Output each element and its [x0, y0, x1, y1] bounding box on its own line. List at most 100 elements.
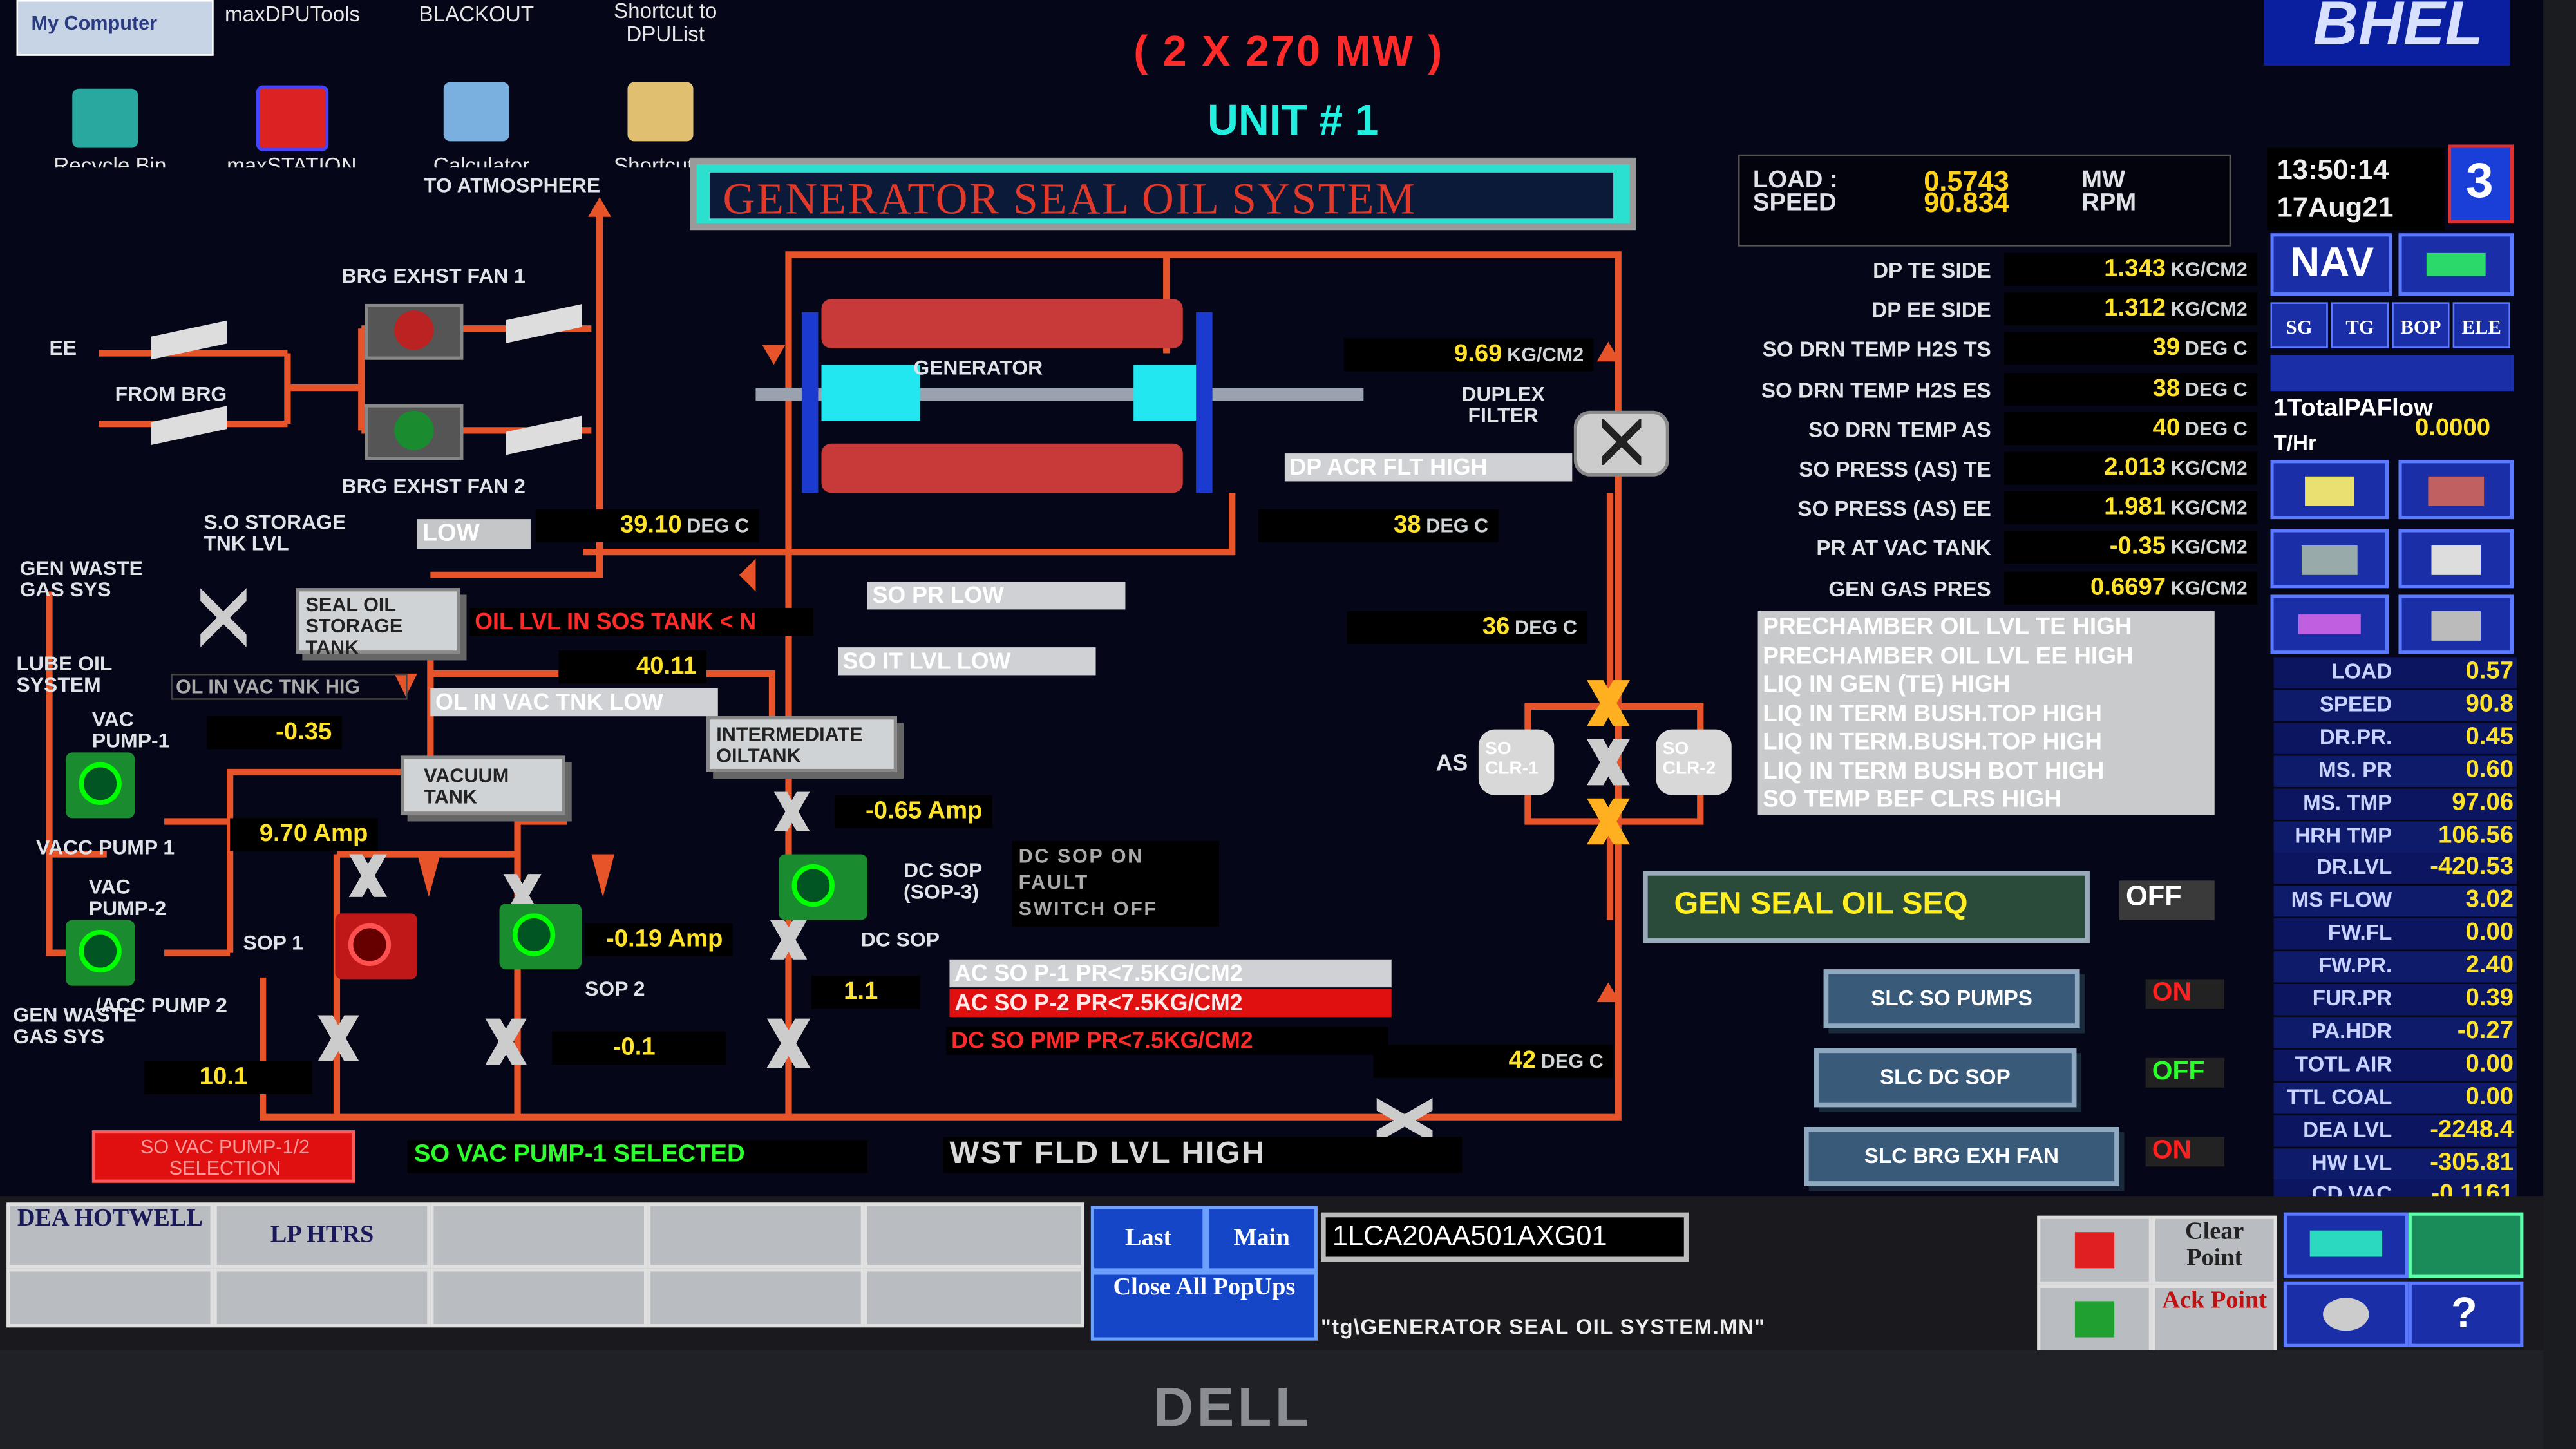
value-neg01: -0.1 [552, 1032, 726, 1065]
load-value: 0.5743 [1924, 166, 2009, 198]
so-cooler-1[interactable]: SO CLR-1 [1478, 729, 1555, 795]
ack-point-button[interactable]: Ack Point [2152, 1284, 2277, 1354]
valve-sop1-suction[interactable] [338, 854, 398, 897]
vacuum-pump-2[interactable] [66, 920, 135, 986]
gen-waste-gas-label: GEN WASTE GAS SYS [19, 556, 143, 601]
brg-fan1[interactable] [365, 303, 464, 360]
clear-point-button[interactable]: Clear Point [2152, 1215, 2277, 1285]
slc-state: ON [2145, 979, 2225, 1009]
desktop-link-dputools[interactable]: maxDPUTools [225, 1, 361, 26]
gen-waste-gas2-label: GEN WASTE GAS SYS [13, 1003, 137, 1048]
empty-button-4[interactable] [647, 1202, 864, 1269]
close-all-label: Close All PopUps [1113, 1274, 1296, 1302]
list-icon[interactable] [2398, 529, 2514, 589]
printer-icon[interactable] [2398, 594, 2514, 654]
slc-button[interactable]: SLC SO PUMPS [1823, 969, 2080, 1028]
empty-button-7[interactable] [213, 1268, 431, 1328]
empty-button-6[interactable] [6, 1268, 214, 1328]
nav-arrow-strip [2270, 355, 2514, 392]
valve-dc-sop-disch[interactable] [755, 1018, 822, 1068]
side-row [2273, 1082, 2517, 1113]
param-value: 1.343 [2104, 254, 2166, 283]
silence-alarm-icon-button[interactable] [2283, 1281, 2409, 1347]
side-label: DR.PR. [2319, 724, 2392, 749]
valve-sop1-disch[interactable] [305, 1015, 372, 1061]
wave-trend-icon[interactable] [2270, 594, 2389, 654]
param-unit: KG/CM2 [2170, 496, 2248, 520]
nav-tab-ele[interactable]: ELE [2452, 302, 2510, 348]
my-computer-icon[interactable]: My Computer [16, 0, 214, 56]
nav-back-icon[interactable] [2398, 233, 2514, 296]
valve-waste-gas[interactable] [200, 574, 247, 661]
report-icon[interactable] [2270, 460, 2389, 520]
tag-input[interactable] [1321, 1212, 1689, 1262]
cooler-valve-top[interactable] [1580, 680, 1636, 726]
vac-pump-selection-button[interactable]: SO VAC PUMP-1/2 SELECTION [91, 1130, 355, 1183]
valve-dc-sop[interactable] [755, 920, 822, 960]
gen-seal-oil-seq-button[interactable]: GEN SEAL OIL SEQ [1643, 871, 2090, 943]
recycle-bin-icon[interactable] [72, 88, 138, 148]
slc-button-label: SLC DC SOP [1880, 1065, 2011, 1090]
slc-button[interactable]: SLC DC SOP [1814, 1048, 2077, 1108]
empty-button-10[interactable] [864, 1268, 1084, 1328]
load-unit: MW [2081, 166, 2126, 194]
empty-button-5[interactable] [864, 1202, 1084, 1269]
nav-button[interactable]: NAV [2270, 233, 2392, 296]
duplex-filter[interactable] [1573, 410, 1669, 477]
empty-button-8[interactable] [430, 1268, 648, 1328]
dc-seal-oil-pump[interactable] [779, 854, 867, 920]
vacc-pump1-label: VACC PUMP 1 [36, 836, 175, 860]
help-button[interactable]: ? [2408, 1281, 2524, 1347]
lp-htrs-button[interactable]: LP HTRS [213, 1202, 431, 1269]
empty-button-3[interactable] [430, 1202, 648, 1269]
last-button[interactable]: Last [1090, 1206, 1206, 1272]
side-label: DEA LVL [2303, 1116, 2392, 1141]
shortcut-icon[interactable] [627, 82, 694, 142]
param-value: 2.013 [2104, 453, 2166, 482]
seal-oil-pump-2[interactable] [499, 904, 582, 970]
slc-state: ON [2145, 1137, 2225, 1167]
ack-point-icon-button[interactable] [2037, 1284, 2152, 1354]
calculator-icon[interactable] [443, 82, 509, 142]
dea-hotwell-button[interactable]: DEA HOTWELL [6, 1202, 214, 1269]
nav-tab-bop[interactable]: BOP [2392, 302, 2450, 348]
vacuum-pump-1[interactable] [66, 752, 135, 819]
alarm-item: LIQ IN TERM BUSH.TOP HIGH [1763, 701, 2103, 727]
empty-button-9[interactable] [647, 1268, 864, 1328]
valve-sop2-disch[interactable] [473, 1018, 539, 1065]
exit-icon-button[interactable] [2408, 1212, 2524, 1278]
seal-oil-pump-1[interactable] [335, 913, 417, 980]
keyboard-icon-button[interactable] [2283, 1212, 2409, 1278]
cooler-valve-bottom[interactable] [1580, 798, 1636, 845]
clear-point-label: Clear Point [2185, 1218, 2244, 1272]
so-cooler-2[interactable]: SO CLR-2 [1656, 729, 1732, 795]
close-all-popups-button[interactable]: Close All PopUps [1090, 1271, 1318, 1341]
side-row [2273, 1016, 2517, 1048]
brg-fan2[interactable] [365, 404, 464, 460]
bar-chart-icon[interactable] [2398, 460, 2514, 520]
sop2-amp: -0.19 Amp [585, 923, 733, 956]
seal-oil-storage-tank[interactable]: SEAL OIL STORAGE TANK [296, 588, 460, 658]
vacuum-tank[interactable]: VACUUM TANK [401, 755, 565, 815]
main-button[interactable]: Main [1206, 1206, 1318, 1272]
cooler-valve-mid[interactable] [1580, 739, 1636, 786]
slc-button[interactable]: SLC BRG EXH FAN [1803, 1126, 2119, 1186]
clock-time: 13:50:14 [2277, 154, 2389, 186]
alarm-item: SO TEMP BEF CLRS HIGH [1763, 786, 2062, 813]
nav-tab-sg[interactable]: SG [2270, 302, 2328, 348]
desktop-link-dpulist[interactable]: Shortcut to DPUList [613, 0, 717, 46]
maxstation-icon[interactable] [256, 85, 329, 151]
valve-return-line[interactable] [1376, 1097, 1433, 1144]
desktop-link-blackout[interactable]: BLACKOUT [419, 1, 535, 26]
valve-it-outlet[interactable] [762, 791, 822, 831]
intermediate-oil-tank[interactable]: INTERMEDIATE OILTANK [706, 716, 897, 772]
trend-icon[interactable] [2270, 529, 2389, 589]
generator-label: GENERATOR [913, 356, 1043, 380]
clear-point-icon-button[interactable] [2037, 1215, 2152, 1285]
ac-sop1-pr-alarm: AC SO P-1 PR<7.5KG/CM2 [949, 959, 1392, 988]
duplex-filter-label: DUPLEX FILTER [1461, 383, 1545, 428]
nav-tab-tg[interactable]: TG [2331, 302, 2389, 348]
